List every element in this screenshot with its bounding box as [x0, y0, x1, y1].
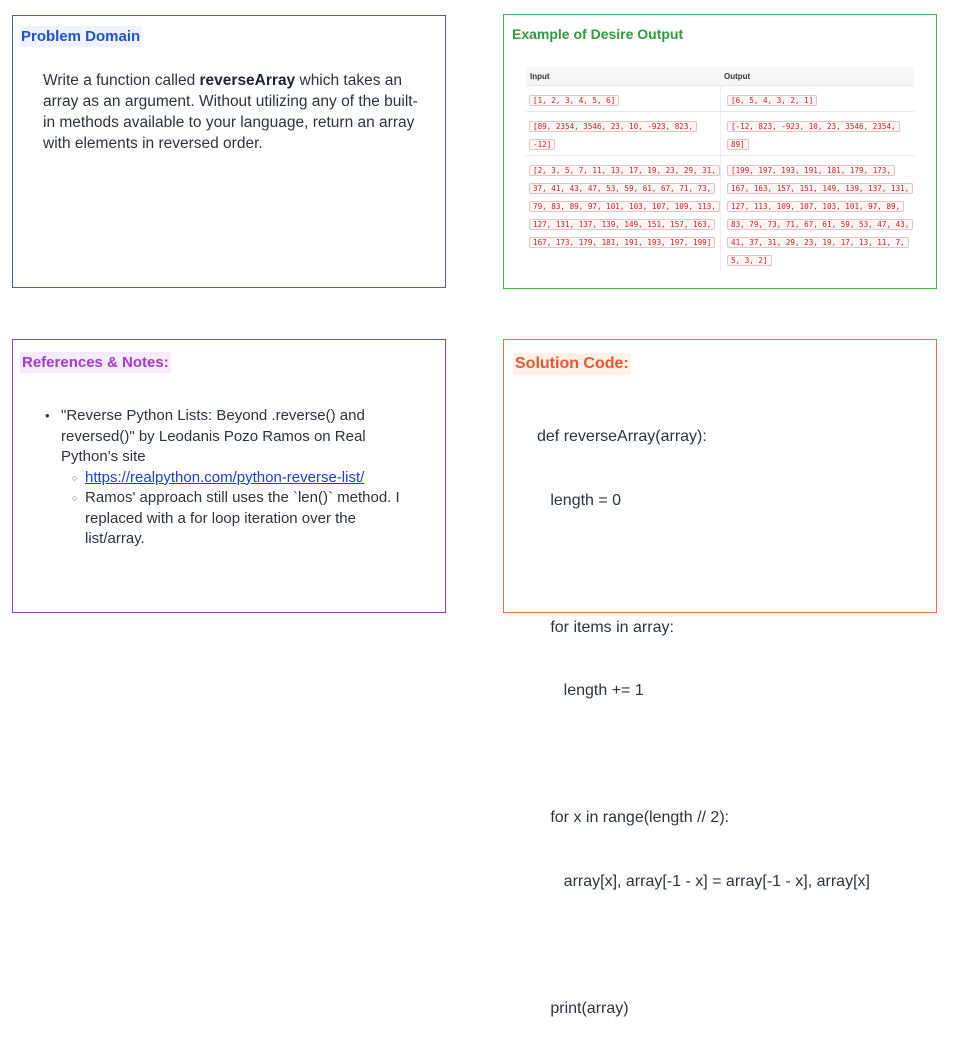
ring-bullet-icon: ○	[72, 493, 78, 503]
list-item: • "Reverse Python Lists: Beyond .reverse…	[45, 406, 401, 468]
list-item: ○ Ramos' approach still uses the `len()`…	[72, 488, 401, 550]
ring-bullet-icon: ○	[72, 472, 78, 483]
example-output-card: Example of Desire Output Input Output [1…	[503, 14, 937, 289]
code-line	[537, 744, 870, 766]
code-line	[537, 553, 870, 575]
bullet-icon: •	[45, 408, 50, 423]
solution-code-card: Solution Code: def reverseArray(array): …	[503, 339, 937, 1017]
code-line: def reverseArray(array):	[537, 428, 707, 445]
reference-text: "Reverse Python Lists: Beyond .reverse()…	[61, 407, 366, 465]
code-line: for x in range(length // 2):	[537, 809, 730, 826]
input-value: [1, 2, 3, 4, 5, 6]	[529, 95, 620, 106]
code-line	[537, 934, 870, 956]
code-line: array[x], array[-1 - x] = array[-1 - x],…	[537, 872, 870, 890]
problem-domain-card: Problem Domain Write a function called r…	[12, 15, 446, 288]
code-line: length = 0	[537, 491, 622, 509]
references-title: References & Notes:	[20, 352, 171, 373]
list-item: ○ https://realpython.com/python-reverse-…	[72, 468, 401, 489]
io-table: Input Output [1, 2, 3, 4, 5, 6] [6, 5, 4…	[526, 67, 914, 271]
problem-description: Write a function called reverseArray whi…	[43, 70, 423, 154]
table-row: [2, 3, 5, 7, 11, 13, 17, 19, 23, 29, 31,…	[526, 155, 914, 271]
output-value: [-12, 823, -923, 10, 23, 3546, 2354, 89]	[727, 121, 900, 150]
solution-code: def reverseArray(array): length = 0 for …	[537, 384, 870, 1061]
references-list: • "Reverse Python Lists: Beyond .reverse…	[45, 406, 401, 550]
table-row: [89, 2354, 3546, 23, 10, -923, 823, -12]…	[526, 111, 914, 155]
problem-text-suffix: which takes an array as an argument. Wit…	[43, 72, 418, 152]
solution-code-title: Solution Code:	[513, 353, 631, 375]
code-line: print(array)	[537, 999, 629, 1017]
output-header: Output	[724, 71, 751, 81]
code-line: length += 1	[537, 682, 644, 699]
output-value: [6, 5, 4, 3, 2, 1]	[727, 95, 818, 106]
problem-domain-title: Problem Domain	[19, 26, 143, 47]
reference-note: Ramos' approach still uses the `len()` m…	[85, 489, 400, 547]
input-value: [2, 3, 5, 7, 11, 13, 17, 19, 23, 29, 31,…	[529, 165, 720, 248]
references-card: References & Notes: • "Reverse Python Li…	[12, 339, 446, 613]
output-value: [199, 197, 193, 191, 181, 179, 173, 167,…	[727, 165, 914, 266]
io-table-header: Input Output	[526, 67, 914, 85]
input-header: Input	[530, 71, 550, 81]
problem-text-prefix: Write a function called	[43, 72, 200, 89]
reference-link[interactable]: https://realpython.com/python-reverse-li…	[85, 468, 365, 486]
function-name: reverseArray	[199, 72, 296, 89]
input-value: [89, 2354, 3546, 23, 10, -923, 823, -12]	[529, 121, 698, 150]
code-line: for items in array:	[537, 618, 674, 636]
example-output-title: Example of Desire Output	[512, 26, 684, 42]
table-row: [1, 2, 3, 4, 5, 6] [6, 5, 4, 3, 2, 1]	[526, 85, 914, 111]
